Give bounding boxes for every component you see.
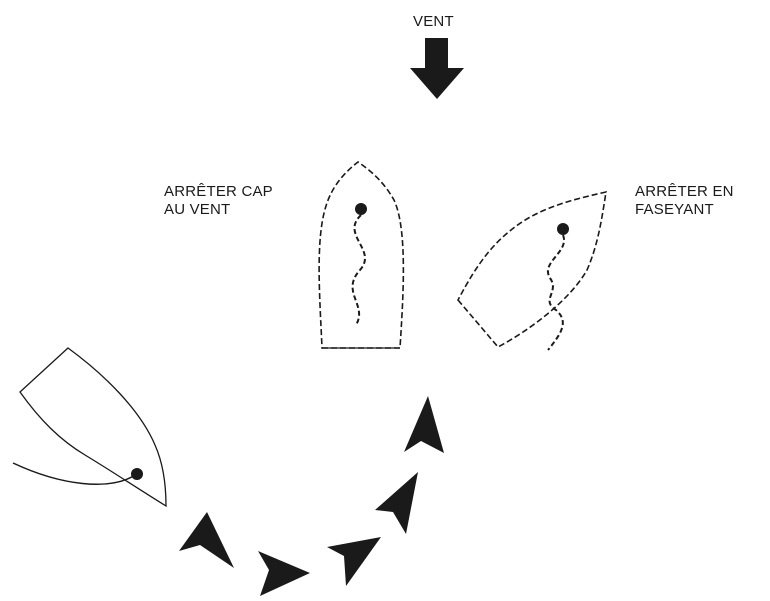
wind-arrow [410,38,464,99]
boat-luffing [458,192,606,350]
course-arrowhead [375,472,418,534]
boat-hull-outline [319,162,403,348]
mast-dot [557,223,569,235]
stop-head-to-wind-label-line2: AU VENT [164,200,230,219]
stop-luffing-label-line2: FASEYANT [635,200,714,219]
boat-hull-outline [458,192,606,347]
luffing-sail-line [353,215,365,325]
boat-hull-outline [20,348,166,506]
boat-head-to-wind [319,162,403,348]
stop-luffing-label-line1: ARRÊTER EN [635,182,734,201]
course-arrowhead [404,396,444,453]
sail-line [13,463,137,484]
course-arrowhead [327,537,381,586]
stop-head-to-wind-label-line1: ARRÊTER CAP [164,182,273,201]
mast-dot [355,203,367,215]
course-arrowhead [179,512,234,568]
wind-label: VENT [413,12,454,31]
course-arrowhead [258,551,310,596]
luffing-sail-line [548,235,564,350]
boat-sailing [13,348,166,506]
